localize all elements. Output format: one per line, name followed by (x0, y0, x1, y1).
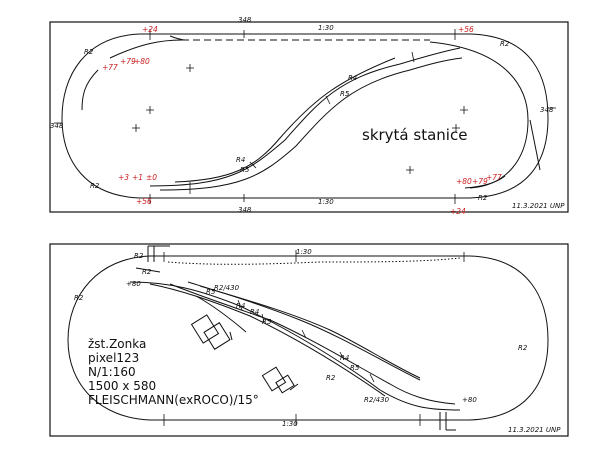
top-radius-label: R2 (84, 48, 94, 56)
building-left (190, 314, 220, 344)
top-radius-label: R2 (500, 40, 510, 48)
top-station-track-2 (159, 57, 463, 191)
bottom-radius-label: R4 (340, 354, 349, 362)
top-clearance-top: 348 (238, 16, 252, 24)
bottom-station-track-4 (187, 281, 421, 381)
height-mark: ±0 (146, 173, 157, 182)
bottom-radius-label: R5 (262, 318, 272, 326)
height-mark: +24 (450, 207, 466, 216)
bottom-radius-label: R2 (74, 294, 84, 302)
height-mark: +80 (134, 57, 150, 66)
top-radius-label: R4 (348, 74, 357, 82)
bottom-track-plan (49, 243, 569, 437)
info-station-name: žst.Zonka (88, 337, 146, 351)
top-baseboard-frame (49, 21, 569, 213)
top-outer-loop (61, 33, 549, 199)
height-mark: +24 (142, 25, 158, 34)
bottom-radius-label: R2 (142, 268, 152, 276)
info-track-system: FLEISCHMANN(exROCO)/15° (88, 393, 259, 407)
bottom-gradient-bottom: 1:30 (282, 420, 298, 428)
top-gradient-top: 1:30 (318, 24, 334, 32)
top-radius-label: R4 (236, 156, 245, 164)
bottom-radius-label: R4 (250, 308, 259, 316)
layout-info-block: žst.Zonka pixel123 N/1:160 1500 x 580 FL… (88, 337, 259, 407)
bottom-height-right: +80 (462, 396, 477, 404)
bottom-station-track-2 (149, 283, 386, 397)
top-radius-label: R5 (340, 90, 350, 98)
bottom-hidden-dotted-track (167, 257, 461, 265)
top-station-track-1 (149, 47, 461, 187)
bottom-radius-label: R2 (326, 374, 336, 382)
bottom-outer-loop (67, 255, 549, 421)
height-mark: +56 (458, 25, 474, 34)
info-author: pixel123 (88, 351, 139, 365)
bottom-baseboard-frame (49, 243, 569, 437)
bottom-radius-label: R2 (134, 252, 144, 260)
top-gradient-bottom: 1:30 (318, 198, 334, 206)
bottom-gradient-top: 1:30 (296, 248, 312, 256)
height-mark: +77 (102, 63, 118, 72)
bottom-station-track-3 (169, 283, 456, 405)
bottom-radius-label: R4 (236, 302, 245, 310)
height-mark: +3 (118, 173, 129, 182)
bottom-station-track-5 (199, 285, 421, 379)
bottom-radius-label: R5 (206, 288, 216, 296)
height-mark: +56 (136, 197, 152, 206)
top-station-track-3 (174, 57, 396, 183)
bottom-radius-label: R2/430 (214, 284, 240, 292)
top-signature: 11.3.2021 UNP (512, 202, 565, 210)
height-mark: +1 (132, 173, 143, 182)
top-clearance-left: 348 (50, 122, 64, 130)
height-mark: +80 (456, 177, 472, 186)
top-inner-loop-right (429, 41, 529, 189)
station-label: skrytá stanice (362, 126, 467, 144)
top-track-plan (49, 21, 569, 213)
top-clearance-bottom: 348 (238, 206, 252, 214)
bottom-signature: 11.3.2021 UNP (508, 426, 561, 434)
top-radius-label: R2 (90, 182, 100, 190)
bottom-radius-label: R5 (350, 364, 360, 372)
bottom-radius-label: R2/430 (364, 396, 390, 404)
info-scale: N/1:160 (88, 365, 136, 379)
top-radius-label: R5 (240, 166, 250, 174)
bottom-height-left: +80 (126, 280, 141, 288)
top-radius-label: R2 (478, 194, 488, 202)
info-dimensions: 1500 x 580 (88, 379, 156, 393)
top-clearance-right: 348 (540, 106, 554, 114)
height-mark: +79 (120, 57, 136, 66)
height-mark: +77 (486, 173, 502, 182)
bottom-radius-label: R2 (518, 344, 528, 352)
height-mark: +79 (472, 177, 488, 186)
bottom-station-track-1 (129, 281, 461, 411)
